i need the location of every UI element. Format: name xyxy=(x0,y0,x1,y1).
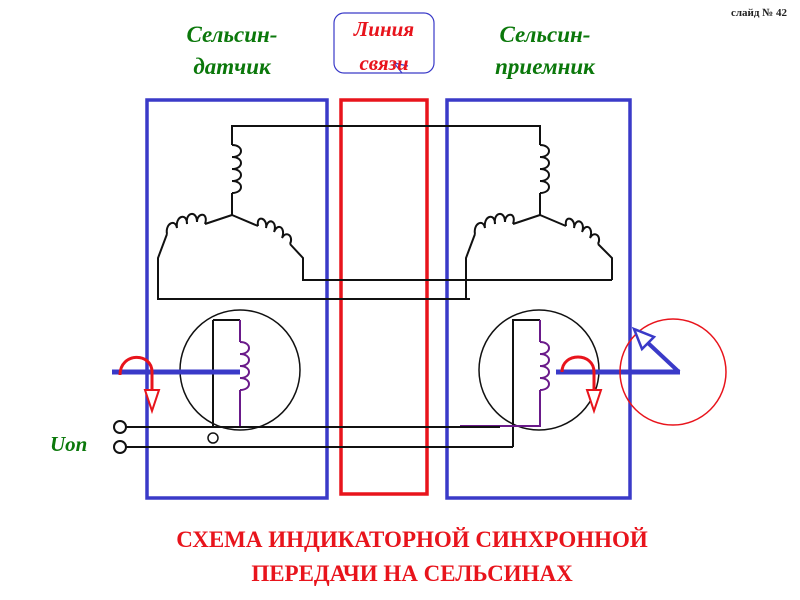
line-title-callout: Линия связи xyxy=(333,12,435,75)
angle-indicator-dial xyxy=(619,318,727,426)
voltage-label: Uоп xyxy=(50,432,87,456)
rotation-arrow-icon xyxy=(560,355,603,415)
receiver-title-line2: приемник xyxy=(495,54,596,79)
line-title-line1: Линия xyxy=(353,17,414,41)
caption-line1: СХЕМА ИНДИКАТОРНОЙ СИНХРОННОЙ xyxy=(176,527,648,552)
receiver-title-line1: Сельсин- xyxy=(500,22,591,47)
line-title-line2: связи xyxy=(359,51,408,75)
caption-line2: ПЕРЕДАЧИ НА СЕЛЬСИНАХ xyxy=(251,561,573,586)
pointer-arrow-icon xyxy=(631,326,681,374)
receiver-frame xyxy=(445,98,632,500)
rotation-arrow-icon xyxy=(118,355,161,415)
terminal-icon xyxy=(113,420,127,434)
junction-icon xyxy=(207,432,219,444)
sender-rotor xyxy=(179,309,301,444)
excitation-wires xyxy=(126,426,513,448)
slide-number: слайд № 42 xyxy=(731,7,788,19)
communication-line-frame xyxy=(339,98,429,496)
terminal-icon xyxy=(113,440,127,454)
sender-title-line2: датчик xyxy=(193,54,272,79)
sender-title-line1: Сельсин- xyxy=(187,22,278,47)
stator-windings xyxy=(157,125,613,300)
